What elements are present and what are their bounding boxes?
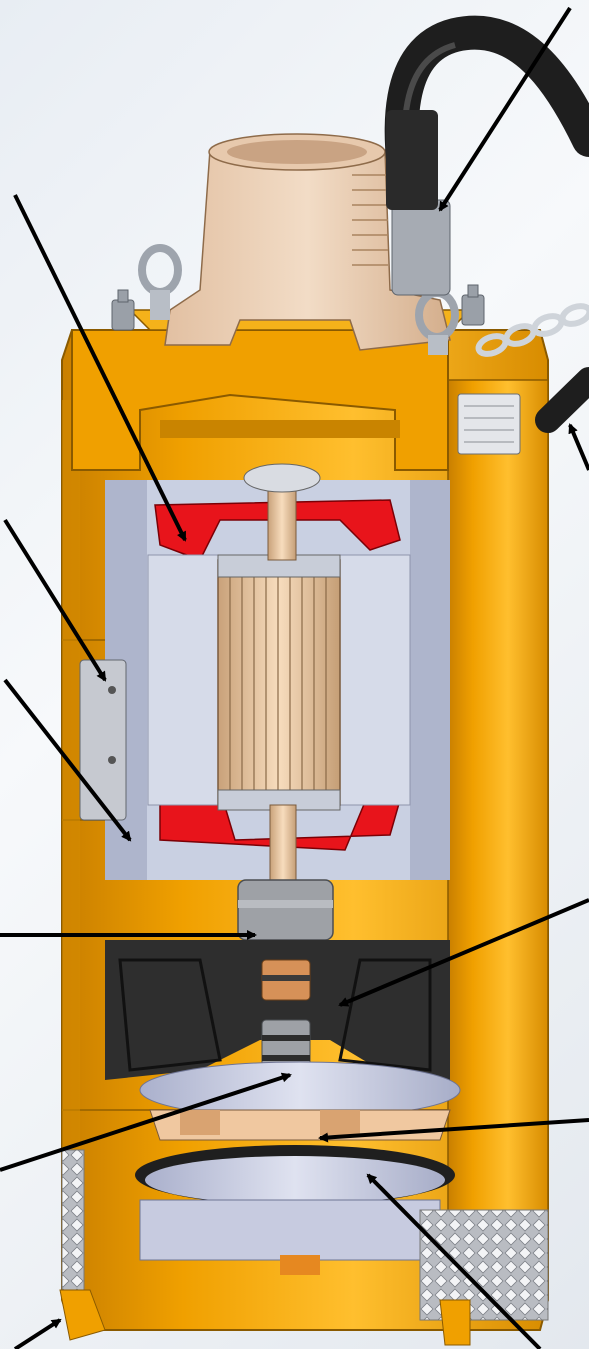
arrow-wear-ring [366,1173,542,1349]
cable-clamp [79,659,127,821]
arrow-stator [3,678,132,842]
power-cable [384,15,589,296]
cable-end [535,367,589,433]
outer-shell-right [447,379,549,1301]
mechanical-seal-lower [261,1019,311,1076]
stator-winding-top [154,499,401,561]
pump-feet [59,1289,471,1346]
name-plate [457,393,521,455]
stator-core [147,554,411,806]
arrow-upper-seal [338,898,589,1007]
shaft [243,463,321,896]
lifting-eye-left [138,244,182,320]
arrow-foot [13,1318,62,1349]
discharge-thread [352,174,388,266]
arrow-cable [438,6,572,212]
arrow-name-plate [568,423,589,471]
callout-arrows [0,6,589,1349]
arrow-clamp [3,518,107,682]
arrow-lower-seal [0,1072,292,1172]
strainer-left [61,1149,85,1301]
discharge-outlet [164,133,451,351]
lifting-chain [475,303,589,357]
lower-bearing [237,879,334,941]
impeller [139,1061,461,1141]
oil-chamber [105,940,450,1080]
arrow-impeller [318,1118,589,1143]
strainer-right [419,1209,549,1321]
mechanical-seal-upper [261,959,311,1001]
arrow-winding [13,194,187,542]
rotor [217,554,341,811]
bottom-plate [139,1199,441,1275]
cover-bolts [111,284,485,331]
wear-ring [135,1145,455,1205]
